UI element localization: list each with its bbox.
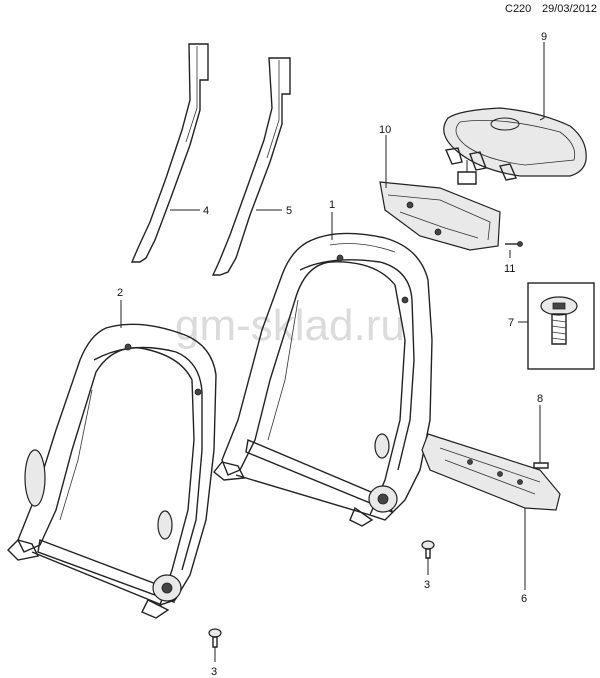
callout-11: 11 (504, 263, 515, 275)
part-9-cover (443, 107, 587, 181)
callout-5: 5 (286, 205, 292, 217)
callout-9: 9 (541, 31, 547, 43)
part-8-screw (533, 462, 549, 469)
callout-4: 4 (203, 205, 209, 217)
part-1-seat-back-frame (213, 232, 433, 527)
callout-2: 2 (117, 287, 123, 299)
callout-1: 1 (329, 199, 335, 211)
part-11-clip (505, 241, 523, 247)
part-6-rail (421, 433, 561, 511)
part-2-seat-back-frame (7, 323, 217, 619)
callout-7: 7 (508, 317, 514, 329)
leader-lines (120, 42, 545, 662)
callout-10: 10 (379, 124, 391, 136)
watermark: gm-sklad.ru (175, 301, 405, 350)
callout-3-right: 3 (424, 579, 430, 591)
diagram-date: 29/03/2012 (542, 3, 598, 15)
callout-6: 6 (521, 593, 527, 605)
part-7-screw-box (527, 282, 595, 370)
part-4-support-strap (130, 43, 209, 263)
part-3-screw-b (208, 628, 222, 648)
diagram-code: C220 (505, 3, 532, 15)
part-3-screw-a (421, 540, 435, 559)
callout-8: 8 (537, 393, 543, 405)
part-5-support-strap (211, 57, 291, 276)
callout-3-left: 3 (211, 666, 217, 678)
part-10-adjuster (379, 160, 501, 251)
